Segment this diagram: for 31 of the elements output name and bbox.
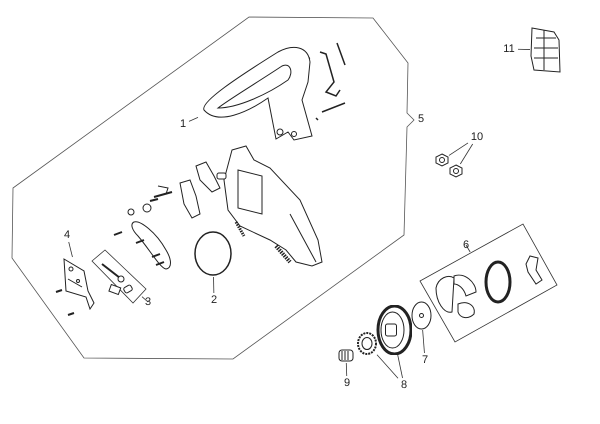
leader-line: [142, 296, 148, 302]
leader-line: [518, 48, 530, 50]
leader-line: [448, 142, 468, 156]
callout-number: 5: [418, 114, 424, 125]
leader-line: [376, 354, 398, 379]
callout-number: 6: [460, 238, 472, 252]
leader-line: [213, 276, 214, 294]
callout-number: 1: [177, 117, 189, 131]
leader-line: [397, 354, 403, 378]
leader-line: [466, 244, 471, 252]
leader-line: [68, 242, 73, 258]
nut-drawing: [449, 164, 463, 178]
callout-number: 11: [500, 42, 518, 56]
callout-number: 7: [419, 353, 431, 367]
needle-bearing-drawing: [338, 348, 354, 363]
callout-number: 8: [398, 378, 410, 392]
washer-drawing: [411, 301, 432, 330]
leader-line: [346, 362, 348, 376]
leader-line: [422, 330, 425, 354]
leader-line: [188, 117, 198, 122]
callout-number: 2: [208, 293, 220, 307]
label-sheet-drawing: [530, 26, 561, 74]
callout-number: 3: [142, 295, 154, 309]
guide-plate-drawing: [62, 257, 96, 310]
clutch-kit-drawing: [418, 222, 559, 344]
leader-line: [460, 144, 474, 164]
callout-number: 10: [468, 130, 486, 144]
callout-number: 9: [341, 376, 353, 390]
callout-number: 4: [61, 228, 73, 242]
sprocket-rim-drawing: [357, 332, 377, 355]
nut-drawing: [435, 153, 449, 167]
